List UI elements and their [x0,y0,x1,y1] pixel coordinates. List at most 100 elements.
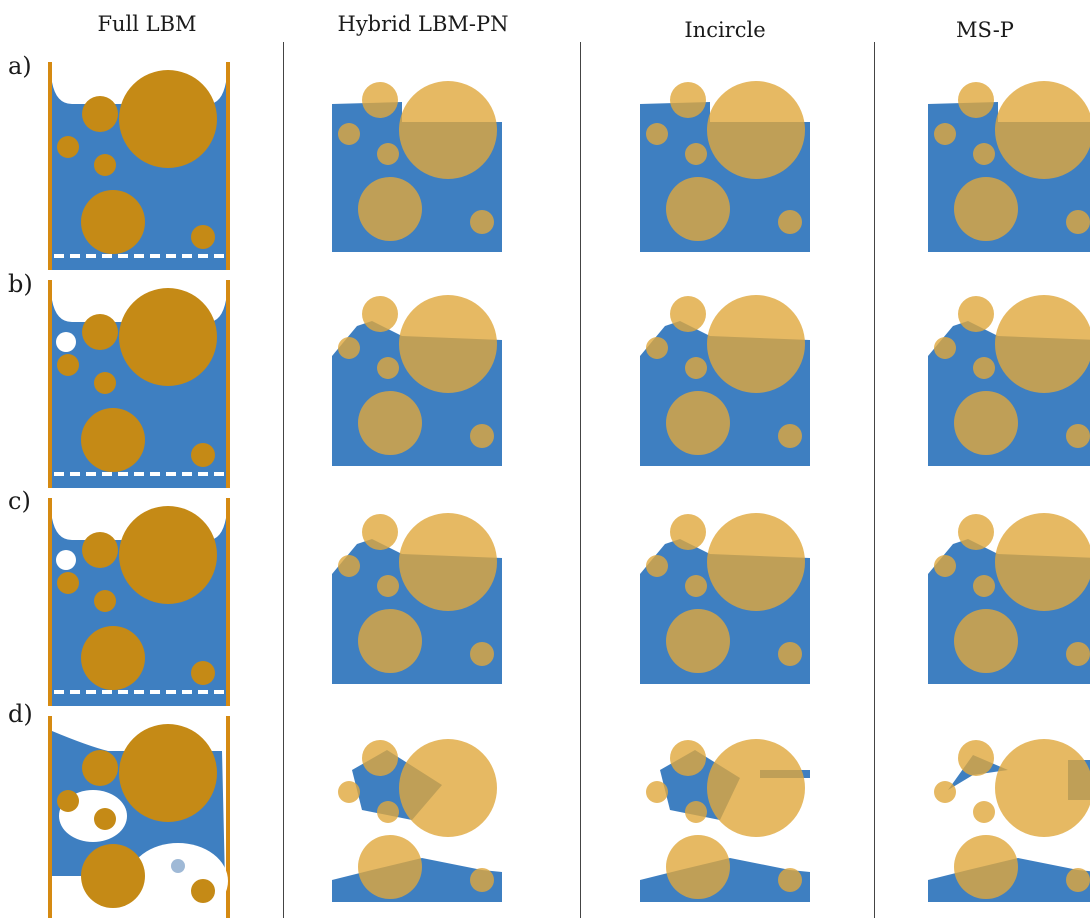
grain [57,136,79,158]
grain [778,868,802,892]
grain [377,143,399,165]
grain [470,424,494,448]
msp-panel-1 [928,81,1090,252]
grain [191,443,215,467]
grain [670,296,706,332]
grain [934,123,956,145]
grain [707,739,805,837]
grain [707,295,805,393]
grain [362,740,398,776]
grain [119,724,217,822]
column-title-ms-p: MS-P [956,18,1014,42]
grain [666,835,730,899]
grain [646,337,668,359]
grain [995,295,1090,393]
trapped-bubble [171,859,185,873]
grain [995,81,1090,179]
row-label-d: d) [8,700,33,728]
grain [954,177,1018,241]
grain [358,835,422,899]
grain [973,801,995,823]
incircle-panel-3 [640,513,810,684]
grain [934,781,956,803]
grain [191,225,215,249]
grain [191,879,215,903]
grain [778,424,802,448]
grain [82,96,118,132]
incircle-panel-4 [640,739,810,902]
grain [685,801,707,823]
container-wall-left [48,62,52,270]
grain [362,514,398,550]
hybrid-panel-2 [332,295,502,466]
grain [470,642,494,666]
grain [973,357,995,379]
grain [954,609,1018,673]
grain [958,82,994,118]
grain [670,740,706,776]
column-divider [283,42,284,918]
grain [57,790,79,812]
grain [995,513,1090,611]
grain [1066,210,1090,234]
grain [119,288,217,386]
grain [338,337,360,359]
container-wall-left [48,280,52,488]
grain [934,337,956,359]
grain [973,575,995,597]
msp-panel-3 [928,513,1090,684]
grain [377,801,399,823]
grain [958,514,994,550]
column-title-hybrid-lbm-pn: Hybrid LBM-PN [337,12,509,36]
grain [685,357,707,379]
grain [399,295,497,393]
grain [338,781,360,803]
grain [362,296,398,332]
grain [399,739,497,837]
grain [666,609,730,673]
grain [358,391,422,455]
grain [81,190,145,254]
grain [670,82,706,118]
grain [1066,642,1090,666]
grain [119,70,217,168]
row-label-a: a) [8,52,32,80]
hybrid-panel-1 [332,81,502,252]
grain [399,513,497,611]
container-wall-right [226,716,230,918]
grain [119,506,217,604]
grain [958,296,994,332]
grain [470,210,494,234]
grain [646,555,668,577]
column-divider [874,42,875,918]
grain [707,513,805,611]
grain [666,177,730,241]
air-pocket [56,332,76,352]
grain [81,844,145,908]
grain [1066,868,1090,892]
column-title-full-lbm: Full LBM [97,12,197,36]
grain [995,739,1090,837]
incircle-panel-2 [640,295,810,466]
grain [958,740,994,776]
grain [338,555,360,577]
grain [685,575,707,597]
grain [377,357,399,379]
grain [358,609,422,673]
row-label-c: c) [8,487,31,515]
grain [666,391,730,455]
hybrid-panel-3 [332,513,502,684]
column-divider [580,42,581,918]
grain [399,81,497,179]
grain [934,555,956,577]
grain [57,354,79,376]
full-lbm-panel-3 [48,498,230,706]
grain [685,143,707,165]
grain [94,808,116,830]
grain [778,210,802,234]
grain [94,590,116,612]
hybrid-panel-4 [332,739,502,902]
grain [954,835,1018,899]
grain [338,123,360,145]
